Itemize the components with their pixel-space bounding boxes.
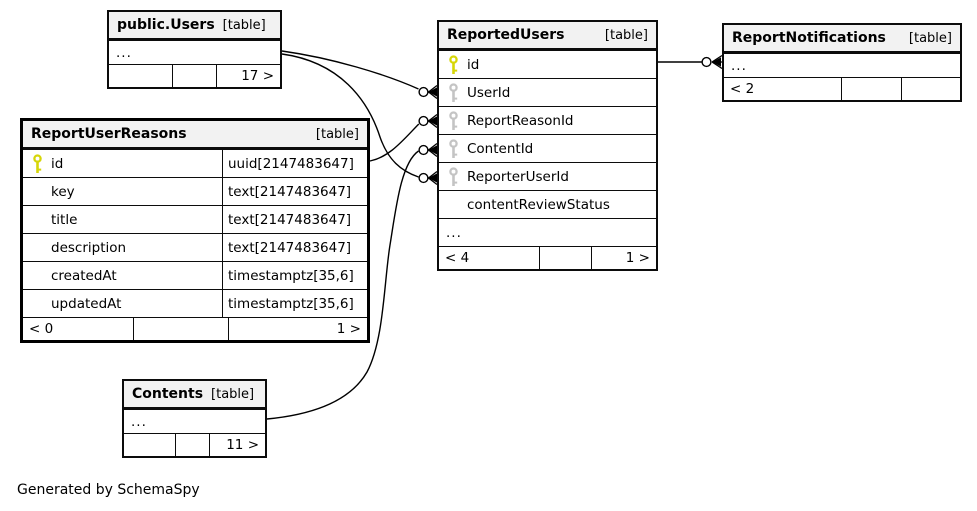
table-title: Contents: [132, 386, 204, 402]
foreign-key-icon: [447, 166, 459, 187]
footer-parents-cell: [109, 65, 172, 87]
column-type: text[2147483647]: [222, 206, 367, 233]
footer-parents-cell: < 2: [730, 81, 755, 97]
footer-parents-cell: < 0: [29, 321, 54, 337]
foreign-key-icon: [447, 110, 459, 131]
crowfoot-userid: [418, 84, 438, 100]
column-row-reporteruserid: ReporterUserId: [439, 162, 656, 190]
column-name: id: [51, 155, 64, 172]
column-row-userid: UserId: [439, 78, 656, 106]
table-header[interactable]: ReportNotifications [table]: [724, 25, 960, 53]
footer-children-cell: 1 >: [591, 247, 656, 269]
column-name: ReporterUserId: [467, 168, 569, 185]
table-tag: [table]: [604, 27, 648, 43]
crowfoot-contentid: [418, 142, 438, 158]
table-node-report-notifications[interactable]: ReportNotifications [table] ... < 2: [722, 23, 962, 102]
column-row-reportreasonid: ReportReasonId: [439, 106, 656, 134]
column-row-id: id: [439, 50, 656, 78]
table-title: ReportNotifications: [732, 30, 886, 46]
column-type: timestamptz[35,6]: [222, 290, 367, 317]
column-row-contentreviewstatus: contentReviewStatus: [439, 190, 656, 218]
table-tag: [table]: [222, 17, 266, 33]
table-title: public.Users: [117, 17, 215, 33]
table-tag: [table]: [211, 386, 255, 402]
footer-parents-cell: < 4: [445, 250, 470, 266]
footer-mid-cell: [175, 434, 209, 456]
more-columns-row: ...: [724, 53, 960, 77]
column-row-id: id uuid[2147483647]: [23, 149, 367, 177]
edge-users-to-reporteruserid: [281, 53, 419, 178]
footer-mid-cell: [172, 65, 216, 87]
footer-mid-cell: [841, 78, 901, 100]
column-name: UserId: [467, 84, 511, 101]
column-type: text[2147483647]: [222, 234, 367, 261]
column-name: key: [51, 183, 75, 200]
column-name: ReportReasonId: [467, 112, 574, 129]
column-name: id: [467, 56, 480, 73]
footer-children-cell: 1 >: [228, 318, 367, 340]
crowfoot-reportreasonid: [418, 113, 438, 129]
footer-mid-cell: [133, 318, 228, 340]
footer-children-cell: 11 >: [209, 434, 265, 456]
table-header[interactable]: Contents [table]: [124, 381, 265, 409]
footer-parents-cell: [124, 434, 175, 456]
table-node-report-user-reasons[interactable]: ReportUserReasons [table] id uuid[214748…: [20, 118, 370, 343]
more-columns-row: ...: [439, 218, 656, 246]
column-name: description: [51, 239, 127, 256]
table-title: ReportedUsers: [447, 27, 565, 43]
column-type: uuid[2147483647]: [222, 150, 367, 177]
column-row-title: title text[2147483647]: [23, 205, 367, 233]
generated-by-note: Generated by SchemaSpy: [17, 482, 200, 498]
column-row-updatedat: updatedAt timestamptz[35,6]: [23, 289, 367, 317]
foreign-key-icon: [447, 138, 459, 159]
footer-children-cell: 17 >: [216, 65, 280, 87]
column-row-contentid: ContentId: [439, 134, 656, 162]
table-header[interactable]: ReportedUsers [table]: [439, 22, 656, 50]
column-name: createdAt: [51, 267, 117, 284]
table-node-reported-users[interactable]: ReportedUsers [table] id UserId: [437, 20, 658, 271]
column-type: text[2147483647]: [222, 178, 367, 205]
footer-children-cell: [901, 78, 960, 100]
column-name: updatedAt: [51, 295, 122, 312]
table-node-public-users[interactable]: public.Users [table] ... 17 >: [107, 10, 282, 89]
column-name: contentReviewStatus: [467, 196, 610, 213]
primary-key-icon: [447, 54, 459, 75]
more-columns-row: ...: [109, 40, 280, 64]
column-row-key: key text[2147483647]: [23, 177, 367, 205]
table-footer: 11 >: [124, 433, 265, 456]
table-node-contents[interactable]: Contents [table] ... 11 >: [122, 379, 267, 458]
table-title: ReportUserReasons: [31, 126, 187, 142]
footer-mid-cell: [539, 247, 591, 269]
crowfoot-reporteruserid: [418, 170, 438, 186]
column-name: ContentId: [467, 140, 534, 157]
table-footer: 17 >: [109, 64, 280, 87]
edge-contents-to-contentid: [266, 150, 419, 420]
primary-key-icon: [31, 153, 43, 174]
crowfoot-notifications: [701, 54, 723, 70]
table-header[interactable]: public.Users [table]: [109, 12, 280, 40]
column-type: timestamptz[35,6]: [222, 262, 367, 289]
table-header[interactable]: ReportUserReasons [table]: [23, 121, 367, 149]
edge-reasons-to-reportreasonid: [369, 123, 420, 162]
table-tag: [table]: [315, 126, 359, 142]
column-row-description: description text[2147483647]: [23, 233, 367, 261]
column-row-createdat: createdAt timestamptz[35,6]: [23, 261, 367, 289]
edge-users-to-userid: [281, 50, 419, 90]
table-tag: [table]: [908, 30, 952, 46]
column-name: title: [51, 211, 78, 228]
table-footer: < 2: [724, 77, 960, 100]
more-columns-row: ...: [124, 409, 265, 433]
foreign-key-icon: [447, 82, 459, 103]
table-footer: < 4 1 >: [439, 246, 656, 269]
table-footer: < 0 1 >: [23, 317, 367, 340]
